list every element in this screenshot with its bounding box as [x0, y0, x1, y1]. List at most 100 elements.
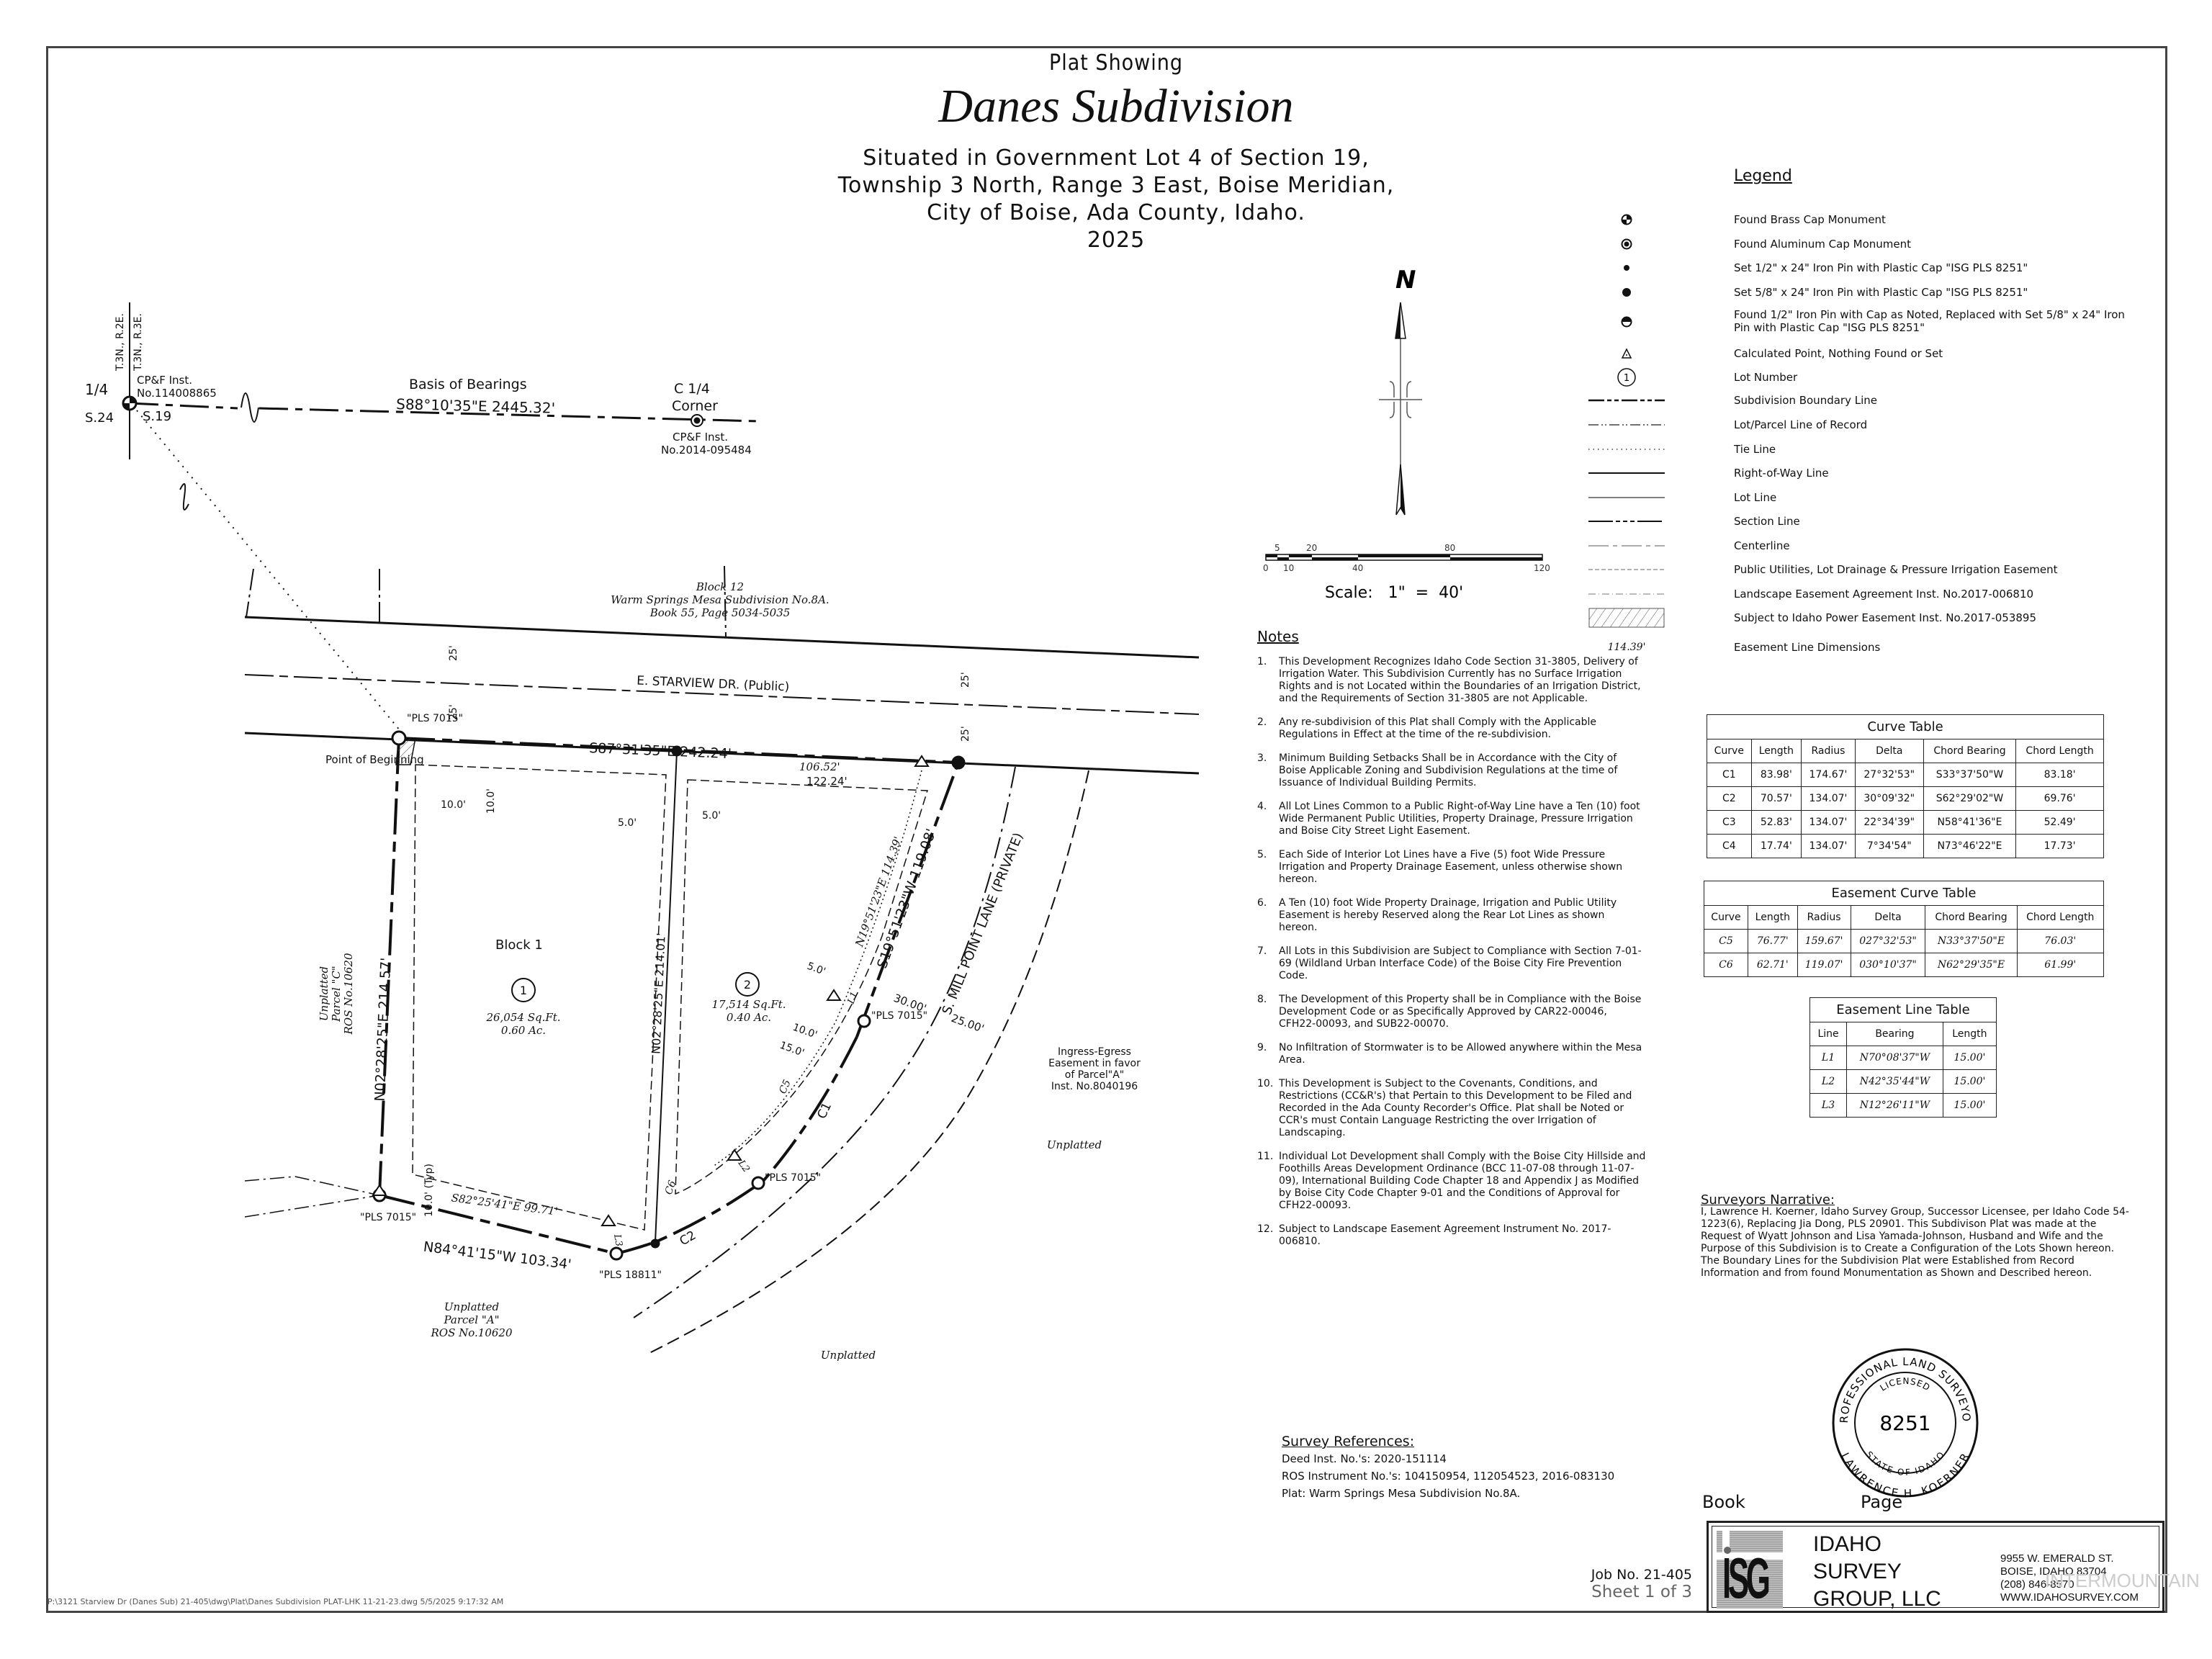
legend-label: Landscape Easement Agreement Inst. No.20… — [1734, 588, 2034, 601]
legend-label: Public Utilities, Lot Drainage & Pressur… — [1734, 563, 2058, 576]
north-label: N — [1395, 266, 1416, 295]
note-item: 5.Each Side of Interior Lot Lines have a… — [1257, 849, 1646, 886]
legend-label: Set 1/2" x 24" Iron Pin with Plastic Cap… — [1734, 261, 2028, 274]
location-line: Situated in Government Lot 4 of Section … — [863, 145, 1370, 171]
cell: 159.67' — [1797, 929, 1851, 953]
note-number: 9. — [1257, 1042, 1267, 1053]
curve-c5-label: C5 — [777, 1078, 793, 1096]
plat-year: 2025 — [1087, 228, 1146, 253]
section-19-label: S.19 — [143, 409, 171, 424]
private-lane-west — [633, 766, 1016, 1318]
scale-tick: 20 — [1306, 543, 1317, 553]
legend-label: Found Aluminum Cap Monument — [1734, 238, 1911, 251]
set-pin-icon — [650, 1238, 660, 1249]
found-pin-replaced-icon — [1588, 311, 1665, 333]
cell: 7°34'54" — [1854, 834, 1924, 858]
note-number: 10. — [1257, 1078, 1274, 1089]
cell: C3 — [1707, 810, 1752, 835]
ingress-label: Inst. No.8040196 — [1051, 1081, 1138, 1092]
set-pin-five-eighths-icon — [1588, 282, 1665, 303]
legend-item: Landscape Easement Agreement Inst. No.20… — [1584, 583, 2160, 605]
north-boundary-line — [398, 737, 959, 764]
pls-7015-label: "PLS 7015" — [871, 1010, 927, 1022]
tie-line-icon — [1588, 439, 1665, 460]
legend-item: Tie Line — [1584, 439, 2160, 460]
line-l3-label: L3 — [611, 1233, 624, 1247]
legend-label: Section Line — [1734, 515, 1800, 528]
found-pin-icon — [751, 1176, 765, 1190]
cell: 22°34'39" — [1854, 810, 1924, 835]
parcel-c-label: Unplatted — [318, 966, 331, 1021]
phone-number: (208) 846-8570 — [2000, 1578, 2074, 1591]
note-item: 7.All Lots in this Subdivision are Subje… — [1257, 945, 1646, 982]
legend-item: Lot/Parcel Line of Record — [1584, 414, 2160, 436]
unplatted-label: Unplatted — [1047, 1138, 1102, 1151]
job-number: Job No. 21-405 — [1591, 1567, 1692, 1583]
legend-label: Subject to Idaho Power Easement Inst. No… — [1734, 611, 2036, 624]
note-number: 1. — [1257, 656, 1267, 667]
column-header: Chord Bearing — [1923, 739, 2017, 763]
legend-item: Lot Line — [1584, 487, 2160, 508]
narrative-title: Surveyors Narrative: — [1701, 1192, 1835, 1208]
west-boundary-line — [378, 737, 400, 1196]
cell: 30°09'32" — [1854, 786, 1924, 811]
cell: 62.71' — [1747, 953, 1798, 977]
note-number: 11. — [1257, 1151, 1274, 1162]
column-header: Delta — [1850, 905, 1926, 930]
break-symbol — [179, 483, 189, 511]
legend-item: Subdivision Boundary Line — [1584, 390, 2160, 411]
row-width: 25' — [448, 645, 459, 661]
cell: 15.00' — [1942, 1046, 1997, 1070]
subdivision-name: Danes Subdivision — [938, 80, 1294, 132]
survey-references: Survey References: Deed Inst. No.'s: 202… — [1282, 1433, 1614, 1502]
cell: 119.07' — [1797, 953, 1851, 977]
dim-122: 122.24' — [806, 775, 848, 788]
column-header: Curve — [1707, 739, 1752, 763]
basis-of-bearings — [122, 302, 760, 735]
legend-label: Tie Line — [1734, 443, 1776, 456]
power-easement-hatch-icon — [1588, 607, 1665, 629]
scale-tick: 120 — [1534, 563, 1550, 573]
company-address: 9955 W. EMERALD ST. BOISE, IDAHO 83704 (… — [2000, 1552, 2139, 1604]
note-item: 8.The Development of this Property shall… — [1257, 994, 1646, 1030]
scale-tick: 5 — [1274, 543, 1280, 553]
company-name-line: GROUP, LLC — [1813, 1587, 1941, 1611]
easement-dimension-icon: 114.39' — [1607, 642, 1646, 653]
lot2-number: 2 — [744, 978, 751, 992]
lot1-area-sqft: 26,054 Sq.Ft. — [485, 1011, 560, 1024]
legend-label: Centerline — [1734, 539, 1790, 552]
legend-item: Set 1/2" x 24" Iron Pin with Plastic Cap… — [1584, 257, 2160, 279]
right-of-way-line-icon — [1588, 462, 1665, 484]
note-text: Each Side of Interior Lot Lines have a F… — [1279, 849, 1623, 885]
note-item: 10.This Development is Subject to the Co… — [1257, 1078, 1646, 1139]
basis-labels: 1/4 S.24 S.19 CP&F Inst. No.114008865 Ba… — [85, 313, 752, 457]
legend-label: Found 1/2" Iron Pin with Cap as Noted, R… — [1734, 308, 2125, 334]
curve-table: Curve Table Curve Length Radius Delta Ch… — [1707, 714, 2104, 858]
pls-18811-label: "PLS 18811" — [599, 1269, 662, 1281]
found-pin-icon — [609, 1246, 624, 1261]
brass-cap-icon — [1588, 209, 1665, 230]
note-text: The Development of this Property shall b… — [1279, 994, 1642, 1030]
dim-5: 5.0' — [806, 961, 827, 978]
company-name: IDAHO SURVEY GROUP, LLC — [1813, 1531, 1941, 1613]
cell: 70.57' — [1750, 786, 1802, 811]
drawing-file-path: P:\3121 Starview Dr (Danes Sub) 21-405\d… — [48, 1597, 504, 1606]
cell: 52.83' — [1750, 810, 1802, 835]
calculated-point-icon — [601, 1214, 616, 1226]
note-item: 9.No Infiltration of Stormwater is to be… — [1257, 1042, 1646, 1066]
easement-curve-table: Easement Curve Table Curve Length Radius… — [1704, 881, 2105, 977]
company-title-inner: ISG IDAHO SURVEY GROUP, LLC 9955 W. EMER… — [1712, 1526, 2159, 1611]
break-symbol — [240, 392, 259, 423]
cell: N62°29'35"E — [1925, 953, 2018, 977]
survey-reference-line: Plat: Warm Springs Mesa Subdivision No.8… — [1282, 1487, 1521, 1500]
section-line-icon — [1588, 511, 1665, 532]
row-width: 25' — [960, 672, 971, 688]
calculated-point-icon — [914, 755, 930, 767]
note-text: Minimum Building Setbacks Shall be in Ac… — [1279, 752, 1618, 788]
cell: N73°46'22"E — [1923, 834, 2017, 858]
